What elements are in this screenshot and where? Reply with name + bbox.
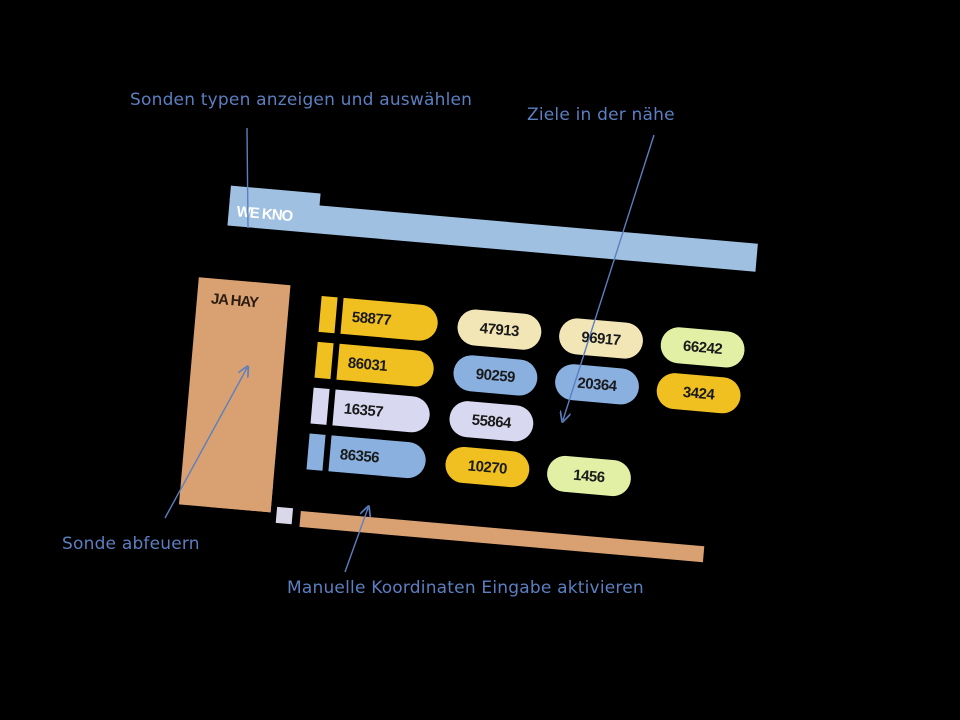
annotation-nearby-targets: Ziele in der nähe [527, 105, 675, 125]
probe-item[interactable]: 86356 [328, 435, 428, 480]
target-item[interactable]: 96917 [557, 316, 645, 361]
annotation-manual-coords: Manuelle Koordinaten Eingabe aktivieren [287, 578, 644, 598]
probe-tab [306, 433, 326, 471]
fire-probe-button[interactable]: JA HAY [178, 277, 291, 513]
fire-probe-label: JA HAY [210, 290, 259, 312]
target-item[interactable]: 55864 [447, 399, 535, 443]
probe-item[interactable]: 86031 [336, 343, 436, 388]
target-item[interactable]: 10270 [443, 445, 531, 489]
target-item[interactable]: 47913 [455, 308, 543, 352]
probe-tab [318, 295, 338, 334]
annotation-probe-types: Sonden typen anzeigen und auswählen [130, 90, 473, 110]
probe-item[interactable]: 58877 [340, 297, 440, 343]
probe-item[interactable]: 16357 [332, 389, 432, 434]
target-item[interactable]: 20364 [553, 362, 641, 406]
probe-tab [310, 387, 330, 425]
probe-type-bar[interactable]: WE KNO [227, 197, 758, 272]
target-item[interactable]: 90259 [451, 353, 539, 398]
target-item[interactable]: 66242 [659, 325, 747, 369]
manual-coords-bar[interactable] [299, 510, 705, 563]
target-item[interactable]: 1456 [545, 454, 633, 498]
probe-type-bar-label: WE KNO [235, 203, 293, 226]
target-item[interactable]: 3424 [655, 371, 743, 415]
small-indicator [275, 506, 294, 525]
probe-control-panel: WE KNO JA HAY 58877 86031 16357 86356 47… [169, 185, 758, 602]
annotation-fire-probe: Sonde abfeuern [62, 534, 200, 554]
probe-tab [314, 341, 334, 380]
